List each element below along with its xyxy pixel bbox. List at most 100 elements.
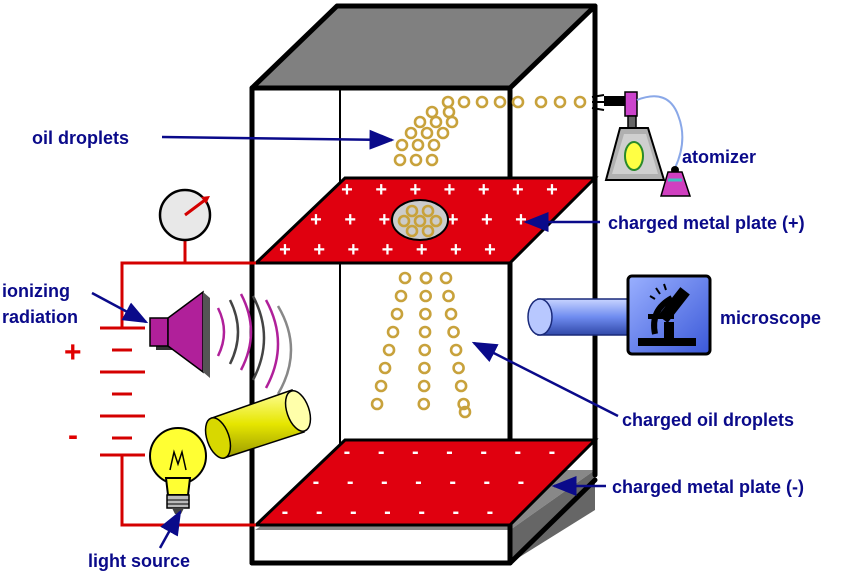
oil-droplet (409, 153, 423, 167)
oil-droplet (511, 95, 525, 109)
charged-oil-droplet (378, 361, 392, 375)
plus-sign: + (375, 179, 387, 201)
minus-sign: - (480, 441, 487, 463)
charged-oil-droplet (382, 343, 396, 357)
plus-sign: + (546, 179, 558, 201)
label-atomizer: atomizer (682, 147, 756, 167)
minus-sign: - (449, 471, 456, 493)
charged-oil-droplet (458, 405, 472, 419)
oil-droplet (413, 115, 427, 129)
charged-oil-droplet (439, 271, 453, 285)
plus-sign: + (279, 239, 291, 261)
oil-droplet (404, 126, 418, 140)
oil-droplet (393, 153, 407, 167)
label-oil-droplets: oil droplets (32, 128, 129, 148)
oil-droplet (411, 138, 425, 152)
plus-sign: + (484, 239, 496, 261)
label-ionizing: ionizing (2, 281, 70, 301)
microscope-icon (626, 274, 712, 356)
light-tube (204, 389, 312, 459)
oil-droplet-stream (393, 95, 587, 167)
positive-charge-signs: ++++++++++++++++++++ (279, 179, 558, 261)
oil-droplet (425, 153, 439, 167)
oil-droplet (413, 214, 427, 228)
light-bulb-icon (149, 427, 207, 514)
minus-sign: - (412, 441, 419, 463)
charged-oil-droplet (452, 361, 465, 375)
plus-sign: + (382, 239, 394, 261)
microscope-tube (527, 298, 639, 336)
minus-sign: - (350, 501, 357, 523)
oil-droplet (553, 95, 567, 109)
minus-sign: - (378, 441, 385, 463)
oil-droplet (442, 105, 456, 119)
oil-droplet (436, 126, 450, 140)
plus-sign: + (515, 209, 527, 231)
arrow-charged-oil-droplets (471, 341, 619, 418)
minus-sign: - (487, 501, 494, 523)
voltmeter-icon (158, 188, 212, 242)
negative-metal-plate (252, 438, 599, 527)
minus-sign: - (344, 441, 351, 463)
minus-sign: - (514, 441, 521, 463)
plus-sign: + (447, 209, 459, 231)
minus-sign: - (381, 471, 388, 493)
plus-sign: + (450, 239, 462, 261)
minus-sign: - (313, 471, 320, 493)
arrow-oil-droplets (161, 129, 395, 150)
label-plate-negative: charged metal plate (-) (612, 477, 804, 497)
plus-sign: + (416, 239, 428, 261)
oil-droplet (420, 126, 434, 140)
oil-droplet (425, 105, 439, 119)
plus-sign: + (409, 179, 421, 201)
oil-droplet (427, 138, 441, 152)
charged-oil-droplet (447, 325, 460, 339)
arrow-light-source (158, 509, 182, 549)
charged-oil-droplet (418, 361, 431, 375)
charged-oil-droplet (444, 307, 458, 321)
label-microscope: microscope (720, 308, 821, 328)
charged-oil-droplet (419, 307, 432, 321)
plus-sign: + (478, 179, 490, 201)
label-light-source: light source (88, 551, 190, 571)
minus-sign: - (415, 471, 422, 493)
charged-oil-droplet (390, 307, 404, 321)
radiation-waves (216, 293, 293, 395)
charged-oil-droplet (419, 289, 432, 303)
charged-oil-droplet (449, 343, 463, 357)
charged-oil-droplet (386, 325, 400, 339)
charged-oil-droplet (417, 397, 431, 411)
atomizer-bottle-icon (591, 91, 692, 197)
battery-plus-sign: + (64, 336, 82, 369)
oil-droplet (493, 95, 507, 109)
charged-oil-droplet-streams (370, 271, 472, 419)
charged-oil-droplet (419, 271, 433, 285)
plus-sign: + (512, 179, 524, 201)
charged-oil-droplet (418, 343, 432, 357)
oil-droplet (405, 204, 419, 218)
battery-minus-sign: - (68, 419, 78, 452)
plus-sign: + (444, 179, 456, 201)
plus-sign: + (347, 239, 359, 261)
droplets-in-hole (397, 204, 443, 238)
charged-oil-droplet (454, 379, 468, 393)
plus-sign: + (310, 209, 322, 231)
label-charged-oil-droplets: charged oil droplets (622, 410, 794, 430)
minus-sign: - (549, 441, 556, 463)
charged-oil-droplet (418, 325, 432, 339)
oil-droplet (397, 214, 411, 228)
charged-oil-droplet (457, 397, 470, 411)
charged-oil-droplet (394, 289, 408, 303)
plus-sign: + (344, 209, 356, 231)
minus-sign: - (418, 501, 425, 523)
oil-droplet (421, 224, 435, 238)
negative-charge-signs: --------------------- (282, 441, 556, 523)
minus-sign: - (446, 441, 453, 463)
minus-sign: - (384, 501, 391, 523)
charged-oil-droplet (417, 379, 431, 393)
oil-droplet (429, 115, 443, 129)
oil-droplet (457, 95, 471, 109)
oil-droplet (534, 95, 548, 109)
oil-droplet (421, 204, 435, 218)
